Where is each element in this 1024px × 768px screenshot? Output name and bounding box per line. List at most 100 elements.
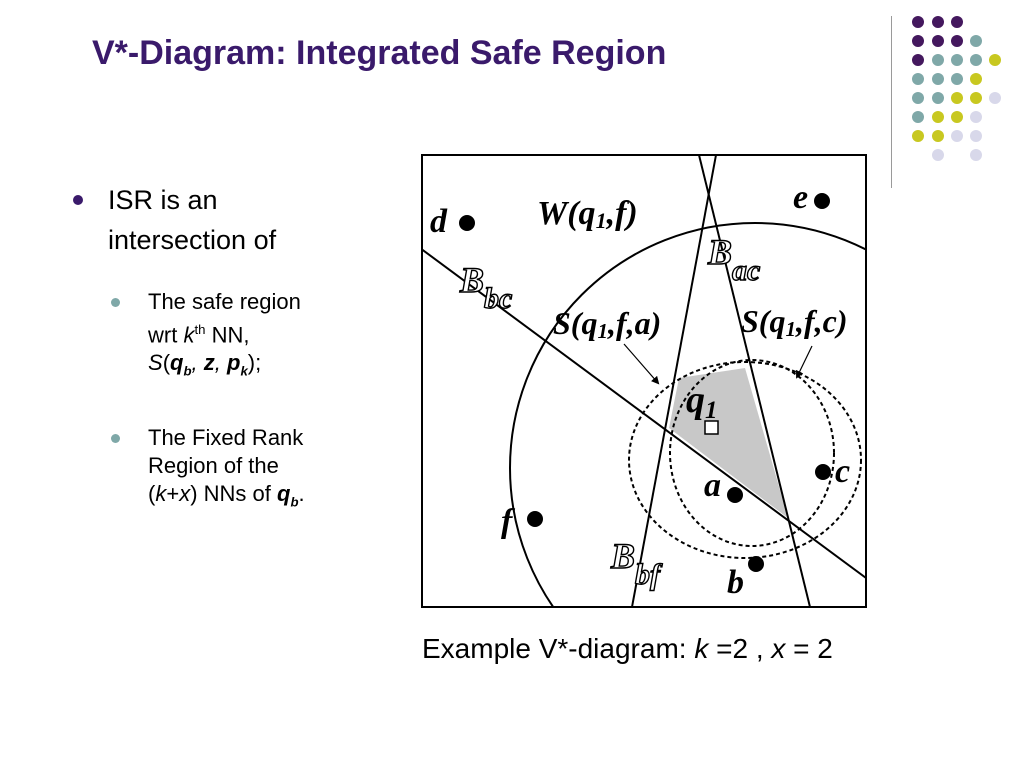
bullet-text-line: ISR is an [108, 185, 218, 215]
text-b: b [290, 494, 299, 510]
dot-row-4 [912, 73, 982, 85]
line-Bac-right [698, 155, 811, 607]
bullet-isr: ISR is an intersection of [70, 180, 390, 260]
text: ( [148, 480, 156, 506]
label-Bbf-B: B [610, 536, 635, 576]
text-x: x [179, 480, 191, 506]
divider-line [891, 16, 892, 188]
dot-row-1 [912, 16, 963, 28]
sub-bullet-marker [111, 433, 120, 443]
arrow-to-Sc [796, 345, 813, 379]
label-Sa-sub: 1 [597, 319, 608, 343]
sub-bullet-line: The safe region [148, 289, 301, 314]
caption-pre: Example V*-diagram: [422, 633, 695, 664]
label-b: b [727, 564, 744, 601]
diagram-geometry [422, 155, 866, 607]
label-q1-q: q [686, 379, 705, 421]
text: , [214, 350, 227, 376]
label-Bbf: Bbf [610, 536, 663, 591]
sub-bullet-formula: (k+x) NNs of qb. [148, 480, 390, 516]
label-Sa: S(q1,f,a) [553, 305, 661, 343]
text-z: z [203, 350, 215, 376]
slide-title: V*-Diagram: Integrated Safe Region [92, 34, 667, 72]
dot-row-6 [912, 111, 982, 123]
decorative-dot-grid [912, 16, 1001, 161]
integrated-safe-region [669, 368, 788, 518]
dot-row-3 [912, 54, 1001, 66]
sub-bullet-line: The Fixed Rank [148, 424, 304, 450]
query-point-q1 [704, 420, 719, 435]
dot-row-5 [912, 92, 1001, 104]
safe-region-a [628, 361, 862, 559]
text: ) NNs of [190, 480, 277, 506]
label-f: f [501, 503, 516, 540]
label-Sc-sub: 1 [785, 317, 796, 341]
label-q1: q1 [686, 379, 718, 424]
text: NN, [205, 322, 250, 348]
bullet-list: ISR is an intersection of The safe regio… [70, 180, 390, 516]
label-W-pre: W(q [537, 195, 596, 232]
label-Bbc-B: B [459, 260, 484, 300]
point-c [815, 464, 831, 480]
sub-bullet-safe-region: The safe region wrt kth NN, S(qb, z, pk)… [70, 288, 390, 386]
label-W-sub: 1 [596, 208, 607, 233]
sub-bullet-line: Region of the [148, 452, 279, 478]
text-k-sub: k [240, 363, 248, 379]
label-Sc-pre: S(q [741, 303, 785, 339]
label-Bac-B: B [707, 232, 732, 272]
text: wrt [148, 322, 184, 348]
label-q1-sub: 1 [705, 397, 718, 424]
diagram-caption: Example V*-diagram: k =2 , x = 2 [422, 633, 833, 665]
text-S: S [148, 350, 163, 376]
dot-row-8 [932, 149, 982, 161]
sub-bullet-fixed-rank: The Fixed Rank Region of the (k+x) NNs o… [70, 424, 390, 516]
text-th: th [194, 322, 206, 337]
text-q: q [276, 480, 291, 506]
point-d [459, 215, 475, 231]
label-Bbc-sub: bc [484, 282, 512, 315]
label-Bac-sub: ac [732, 254, 760, 287]
text: . [298, 480, 305, 506]
text-k: k [155, 480, 167, 506]
caption-x: x [771, 633, 786, 664]
label-c: c [835, 453, 850, 490]
point-e [814, 193, 830, 209]
caption-post: = 2 [785, 633, 833, 664]
sub-bullet-formula: S(qb, z, pk); [148, 349, 390, 385]
diagram-frame [421, 154, 867, 608]
label-d: d [430, 203, 448, 240]
dot-row-7 [912, 130, 982, 142]
label-Bbf-sub: bf [635, 558, 663, 591]
safe-region-c [669, 359, 835, 547]
caption-mid: =2 , [708, 633, 772, 664]
label-Bbc: Bbc [459, 260, 512, 315]
label-a: a [704, 467, 721, 504]
point-f [527, 511, 543, 527]
text: , [191, 350, 204, 376]
label-Bac: Bac [707, 232, 760, 287]
label-e: e [793, 179, 808, 216]
text-q: q [170, 350, 184, 376]
text-p: p [227, 350, 241, 376]
text-b: b [183, 363, 192, 379]
point-a [727, 487, 743, 503]
bullet-marker [73, 195, 83, 205]
label-Sa-post: ,f,a) [607, 305, 661, 341]
label-Sa-pre: S(q [553, 305, 597, 341]
label-W-post: ,f) [606, 195, 638, 232]
bullet-text-line: intersection of [108, 225, 277, 255]
text: ( [162, 350, 171, 376]
point-b [748, 556, 764, 572]
label-Sc: S(q1,f,c) [741, 303, 847, 341]
arrow-to-Sa [623, 343, 660, 385]
line-Bac-left [631, 155, 717, 607]
sub-bullet-line: wrt kth NN, [148, 316, 390, 349]
text-k: k [183, 322, 195, 348]
dot-row-2 [912, 35, 982, 47]
sub-bullet-marker [111, 298, 120, 307]
label-W: W(q1,f) [537, 195, 638, 233]
label-Sc-post: ,f,c) [795, 303, 848, 339]
caption-k: k [694, 633, 709, 664]
text: ); [247, 350, 262, 376]
